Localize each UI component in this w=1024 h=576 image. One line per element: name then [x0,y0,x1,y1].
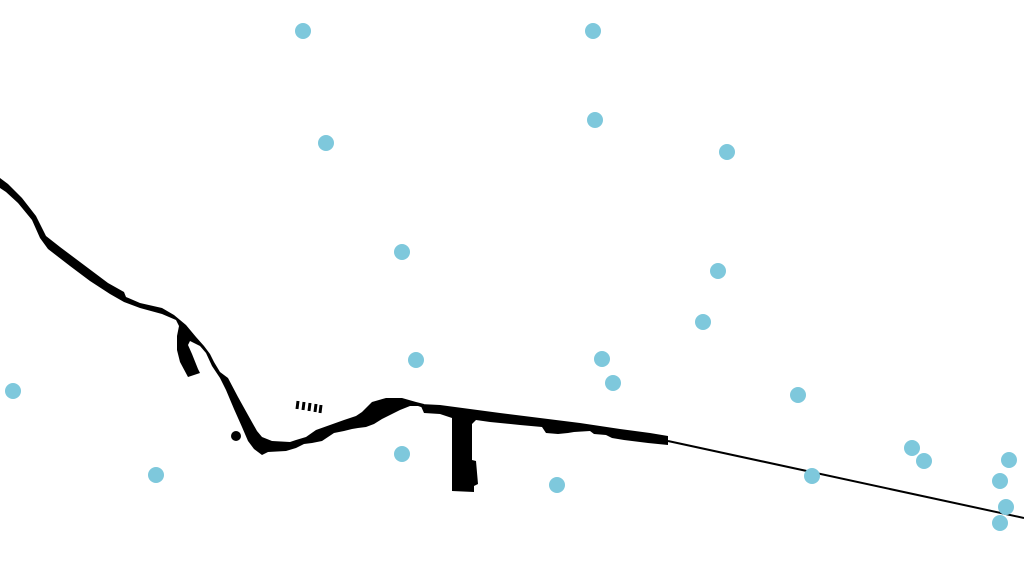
map-marker[interactable] [1001,452,1017,468]
small-islet [231,431,241,441]
map-marker[interactable] [394,446,410,462]
map-marker[interactable] [594,351,610,367]
map-marker[interactable] [587,112,603,128]
map-marker[interactable] [5,383,21,399]
shoreline-line [667,440,1024,519]
map-marker[interactable] [992,473,1008,489]
map-marker[interactable] [790,387,806,403]
map-marker[interactable] [318,135,334,151]
map-marker[interactable] [408,352,424,368]
map-marker[interactable] [585,23,601,39]
map-marker[interactable] [295,23,311,39]
map-marker[interactable] [719,144,735,160]
river-band-right [420,404,668,492]
map-marker[interactable] [998,499,1014,515]
point-markers [5,23,1017,531]
map-marker[interactable] [148,467,164,483]
map-marker[interactable] [904,440,920,456]
hatch-marks [295,400,323,414]
map-marker[interactable] [394,244,410,260]
map-marker[interactable] [695,314,711,330]
map-marker[interactable] [549,477,565,493]
map-marker[interactable] [992,515,1008,531]
map-marker[interactable] [710,263,726,279]
map-marker[interactable] [804,468,820,484]
river-band-upper [0,178,424,455]
map-marker[interactable] [605,375,621,391]
river-outline [0,178,668,492]
map-marker[interactable] [916,453,932,469]
